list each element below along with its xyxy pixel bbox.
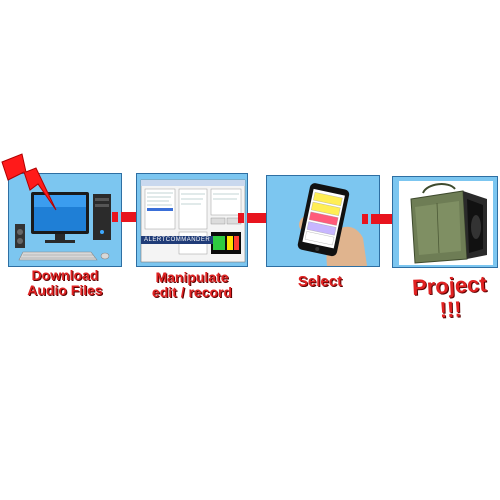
computer-icon xyxy=(15,192,111,261)
label-select-line1: Select xyxy=(297,273,343,290)
label-download-line2: Audio Files xyxy=(27,282,103,299)
panel-download xyxy=(8,173,122,267)
label-manipulate-line1: Manipulate xyxy=(155,269,229,285)
panel-select xyxy=(266,175,380,267)
phone-in-hand-icon xyxy=(297,183,367,266)
app-title-badge: ALERTCOMMANDER xyxy=(141,236,214,244)
label-download-line1: Download xyxy=(31,267,99,283)
label-project-line1: Project !!! xyxy=(411,271,488,323)
label-manipulate: Manipulate edit / record xyxy=(130,269,254,301)
speaker-bag-icon xyxy=(399,181,493,265)
panel-manipulate: ALERTCOMMANDER xyxy=(136,173,248,267)
label-download: Download Audio Files xyxy=(2,267,128,299)
label-manipulate-line2: edit / record xyxy=(151,284,233,301)
label-select: Select xyxy=(280,273,360,291)
panel-project xyxy=(392,176,498,268)
label-project: Project !!! xyxy=(403,271,497,325)
software-window-icon xyxy=(140,179,246,263)
lightning-icon xyxy=(1,153,57,211)
